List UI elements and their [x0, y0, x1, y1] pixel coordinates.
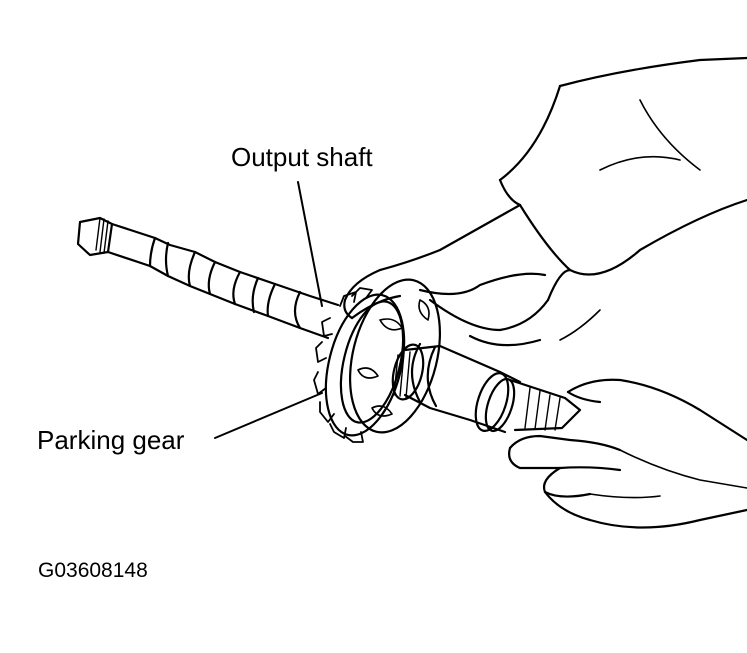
parking-gear-leader [214, 392, 323, 439]
figure-id: G03608148 [38, 559, 148, 582]
lower-hand-drawing [508, 378, 747, 529]
upper-hand-drawing [343, 56, 747, 347]
output-shaft-drawing [76, 216, 582, 434]
output-shaft-label: Output shaft [231, 142, 373, 172]
output-shaft-leader [297, 181, 323, 307]
parking-gear-drawing [313, 278, 442, 443]
parking-gear-label: Parking gear [37, 425, 185, 455]
